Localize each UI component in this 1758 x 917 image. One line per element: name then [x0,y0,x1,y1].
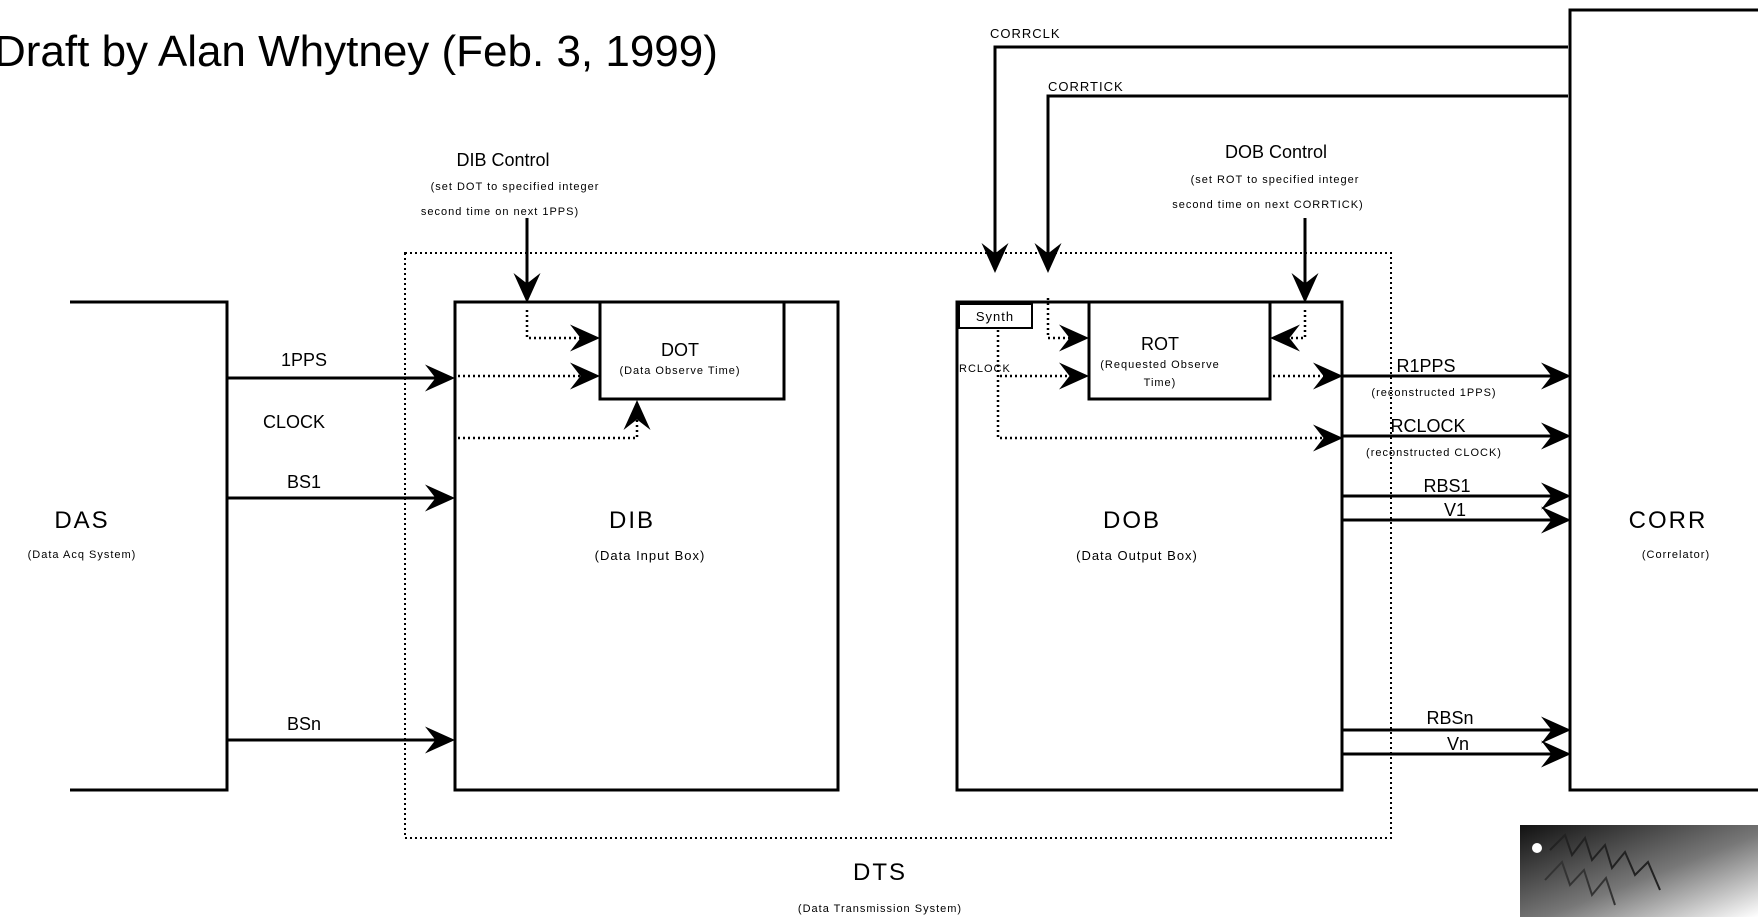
v1-label: V1 [1444,500,1466,520]
corr-block [1570,10,1758,790]
rbs1-label: RBS1 [1423,476,1470,496]
dob-name: DOB [1103,507,1161,534]
dib-desc: (Data Input Box) [595,548,706,563]
rclock-label: RCLOCK [1390,416,1465,436]
das-block [70,302,227,790]
dob-control-line2: second time on next CORRTICK) [1172,199,1363,211]
dob-desc: (Data Output Box) [1076,548,1198,563]
dts-name: DTS [853,859,907,886]
rot-desc-line1: (Requested Observe [1100,359,1220,371]
dot-name: DOT [661,340,699,360]
dot-desc: (Data Observe Time) [619,365,740,377]
r1pps-label: R1PPS [1396,356,1455,376]
dib-control-line2: second time on next 1PPS) [421,206,579,218]
dts-boundary [405,253,1391,838]
pps-label: 1PPS [281,350,327,370]
bsn-label: BSn [287,714,321,734]
corrclk-label: CORRCLK [990,26,1061,41]
corr-desc: (Correlator) [1642,549,1710,561]
corner-logo [1520,825,1758,917]
dib-internal-paths [458,310,637,438]
rot-desc-line2: Time) [1144,377,1177,389]
rbsn-label: RBSn [1426,708,1473,728]
dob-control-line1: (set ROT to specified integer [1191,174,1360,186]
bs1-label: BS1 [287,472,321,492]
rclock-desc: (reconstructed CLOCK) [1366,447,1502,459]
dib-control-title: DIB Control [456,150,549,170]
rot-name: ROT [1141,334,1179,354]
das-desc: (Data Acq System) [28,549,137,561]
dib-control-line1: (set DOT to specified integer [431,181,600,193]
page-title: Draft by Alan Whytney (Feb. 3, 1999) [0,27,718,76]
clock-label: CLOCK [263,412,325,432]
dob-control-title: DOB Control [1225,142,1327,162]
rot-block [1089,302,1270,399]
vn-label: Vn [1447,734,1469,754]
corr-name: CORR [1629,507,1708,534]
dib-name: DIB [609,507,655,534]
r1pps-desc: (reconstructed 1PPS) [1371,387,1496,399]
dts-desc: (Data Transmission System) [798,903,962,915]
rclock-in-label: RCLOCK [959,363,1011,375]
synth-label: Synth [976,309,1014,324]
das-name: DAS [54,507,109,534]
corrtick-label: CORRTICK [1048,79,1124,94]
